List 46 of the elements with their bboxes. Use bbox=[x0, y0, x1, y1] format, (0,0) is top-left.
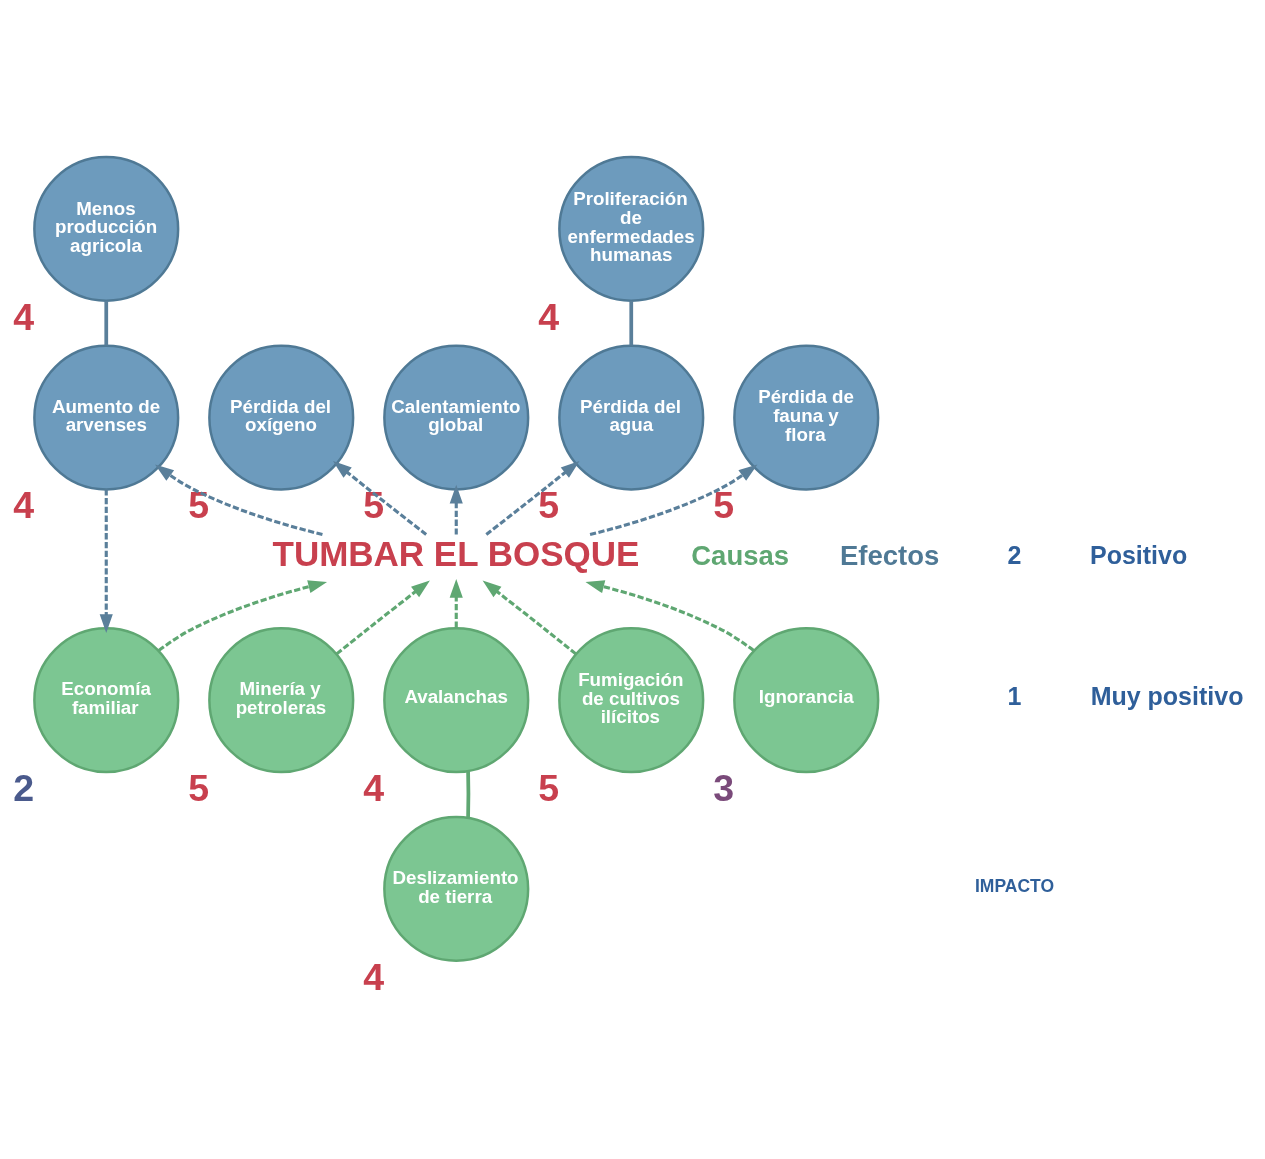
arrow bbox=[335, 580, 430, 656]
node-label: 4 bbox=[13, 484, 34, 527]
node-text: TUMBAR EL BOSQUE bbox=[272, 534, 640, 574]
node-circle: Ignorancia bbox=[733, 627, 880, 774]
node-label: 5 bbox=[538, 766, 559, 809]
arrow bbox=[155, 464, 323, 536]
arrow bbox=[99, 489, 113, 633]
connector bbox=[629, 300, 634, 346]
node-label: 4 bbox=[13, 295, 34, 338]
node-label: 3 bbox=[713, 766, 734, 809]
arrow bbox=[332, 460, 428, 536]
connector bbox=[104, 300, 109, 346]
node-circle: Minería y petroleras bbox=[208, 627, 355, 774]
node-label: 5 bbox=[538, 484, 559, 527]
node-label: 5 bbox=[363, 484, 384, 527]
arrow bbox=[449, 484, 463, 535]
arrow bbox=[585, 580, 755, 652]
node-label: 4 bbox=[538, 295, 559, 338]
label: Causas bbox=[691, 539, 790, 571]
node-label: 2 bbox=[13, 766, 34, 809]
node-label: 4 bbox=[363, 955, 384, 998]
connector bbox=[466, 770, 471, 818]
node-label: 5 bbox=[188, 766, 209, 809]
arrow bbox=[485, 460, 580, 536]
node-circle: Calentamiento global bbox=[383, 344, 530, 491]
label: Muy positivo bbox=[1090, 682, 1244, 711]
node-circle: Aumento de arvenses bbox=[33, 344, 180, 491]
node-label: 5 bbox=[713, 484, 734, 527]
node-circle: Fumigación de cultivos ilícitos bbox=[558, 627, 705, 774]
label: 1 bbox=[1007, 682, 1022, 711]
label: Positivo bbox=[1090, 540, 1188, 569]
node-circle: Pérdida de fauna y flora bbox=[733, 344, 880, 491]
arrow bbox=[589, 464, 758, 536]
node-circle: Deslizamiento de tierra bbox=[383, 815, 530, 962]
label: 2 bbox=[1007, 540, 1022, 569]
node-circle: Proliferación de enfermedades humanas bbox=[558, 155, 705, 302]
node-circle: Economía familiar bbox=[33, 627, 180, 774]
node-label: 4 bbox=[363, 766, 384, 809]
node-label: 5 bbox=[188, 484, 209, 527]
arrow bbox=[482, 580, 577, 656]
label: IMPACTO bbox=[975, 876, 1055, 897]
arrow bbox=[449, 578, 463, 628]
node-circle: Menos producción agricola bbox=[33, 155, 180, 302]
arrow bbox=[157, 580, 328, 652]
node-circle: Avalanchas bbox=[383, 627, 530, 774]
label: Efectos bbox=[840, 539, 940, 571]
